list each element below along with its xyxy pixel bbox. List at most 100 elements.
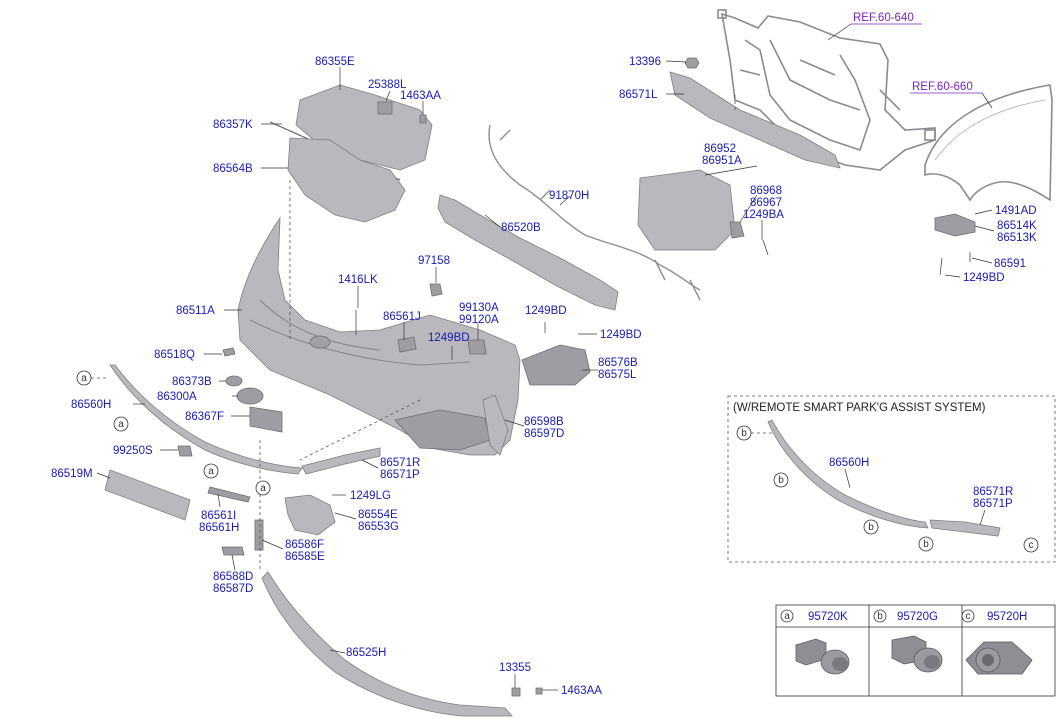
label-86518Q: 86518Q bbox=[154, 349, 195, 361]
label-99120A: 99120A bbox=[459, 314, 499, 326]
svg-text:b: b bbox=[868, 522, 874, 533]
label-13355: 13355 bbox=[499, 662, 531, 674]
label-97158: 97158 bbox=[418, 255, 450, 267]
svg-text:a: a bbox=[118, 419, 124, 430]
svg-text:b: b bbox=[741, 428, 747, 439]
svg-text:a: a bbox=[81, 373, 87, 384]
label-1249BD-a: 1249BD bbox=[525, 305, 567, 317]
inset-label-86571R: 86571R bbox=[973, 486, 1013, 498]
legend-cell-b: b 95720G bbox=[873, 609, 943, 673]
lower-lip-86525H bbox=[261, 571, 513, 717]
part-labels: 13396 86571L 86355E 25388L 1463AA 86357K… bbox=[51, 56, 1037, 697]
label-86576B: 86576B bbox=[598, 357, 638, 369]
bracket-86514K bbox=[934, 213, 976, 237]
label-25388L: 25388L bbox=[368, 79, 407, 91]
inset-remote-park-assist: (W/REMOTE SMART PARK'G ASSIST SYSTEM) b … bbox=[727, 395, 1056, 563]
label-86520B: 86520B bbox=[501, 222, 541, 234]
label-1463AA-top: 1463AA bbox=[400, 90, 441, 102]
svg-text:a: a bbox=[208, 466, 214, 477]
label-91870H: 91870H bbox=[549, 190, 589, 202]
label-86553G: 86553G bbox=[358, 521, 399, 533]
svg-text:b: b bbox=[778, 475, 784, 486]
clip-1463AA-bottom bbox=[535, 687, 543, 695]
label-86598B: 86598B bbox=[524, 416, 564, 428]
ref-frame[interactable]: REF.60-640 bbox=[827, 12, 922, 41]
label-86355E: 86355E bbox=[315, 56, 355, 68]
svg-text:b: b bbox=[877, 611, 883, 622]
label-86597D: 86597D bbox=[524, 428, 564, 440]
label-99130A: 99130A bbox=[459, 302, 499, 314]
legend-part-b: 95720G bbox=[897, 611, 938, 623]
label-1249LG: 1249LG bbox=[350, 490, 391, 502]
label-86586F: 86586F bbox=[285, 539, 324, 551]
label-86571L: 86571L bbox=[619, 89, 658, 101]
wiring-91870H bbox=[488, 124, 701, 301]
label-86357K: 86357K bbox=[213, 119, 253, 131]
callouts-main: a a a a bbox=[76, 370, 271, 496]
svg-text:REF.60-660: REF.60-660 bbox=[912, 81, 973, 93]
legend-part-a: 95720K bbox=[808, 611, 848, 623]
trim-86598B bbox=[482, 394, 509, 456]
label-99250S: 99250S bbox=[113, 445, 153, 457]
legend-cell-c: c 95720H bbox=[961, 609, 1033, 675]
lip-side-86571R bbox=[301, 447, 381, 475]
ref-fender[interactable]: REF.60-660 bbox=[910, 81, 993, 109]
label-86525H: 86525H bbox=[346, 647, 386, 659]
radiator-support-frame bbox=[717, 9, 936, 171]
legend-cell-a: a 95720K bbox=[780, 609, 850, 675]
label-86560H: 86560H bbox=[71, 399, 111, 411]
svg-text:c: c bbox=[1029, 540, 1034, 551]
garnish-86554E bbox=[284, 494, 336, 536]
sensor-95720K-image bbox=[795, 638, 850, 675]
label-86300A: 86300A bbox=[157, 391, 197, 403]
plate-86367F bbox=[249, 406, 283, 433]
label-86591: 86591 bbox=[994, 258, 1026, 270]
svg-text:a: a bbox=[784, 611, 790, 622]
label-1463AA-bottom: 1463AA bbox=[561, 685, 602, 697]
sensor-95720H-image bbox=[965, 641, 1033, 675]
bracket-86576B bbox=[521, 344, 591, 386]
bolt-1249BA bbox=[762, 239, 769, 256]
bolt-1249BD-fender bbox=[939, 257, 943, 276]
sensor-86968 bbox=[729, 221, 745, 239]
bracket-86561J bbox=[397, 336, 417, 353]
emblem-86373B bbox=[225, 375, 243, 387]
label-1249BD-c: 1249BD bbox=[428, 332, 470, 344]
inset-label-86560H: 86560H bbox=[829, 457, 869, 469]
plate-bracket-86519M bbox=[104, 469, 191, 521]
svg-text:b: b bbox=[923, 539, 929, 550]
label-86575L: 86575L bbox=[598, 369, 637, 381]
label-13396: 13396 bbox=[629, 56, 661, 68]
label-86519M: 86519M bbox=[51, 468, 93, 480]
label-86373B: 86373B bbox=[172, 376, 212, 388]
alignment-lines bbox=[259, 95, 736, 570]
inset-title: (W/REMOTE SMART PARK'G ASSIST SYSTEM) bbox=[733, 402, 986, 414]
trim-86561I bbox=[207, 486, 251, 503]
label-86571P: 86571P bbox=[380, 469, 420, 481]
emblem-86300A bbox=[236, 387, 264, 405]
label-86564B: 86564B bbox=[213, 163, 253, 175]
label-86967: 86967 bbox=[750, 197, 782, 209]
clip-13355 bbox=[511, 687, 521, 697]
sensor-legend-table: a 95720K b 95720G c 95720H bbox=[775, 604, 1056, 697]
cap-86518Q bbox=[222, 347, 236, 357]
label-86951A: 86951A bbox=[702, 155, 742, 167]
bumper-cover-86511A bbox=[237, 216, 521, 456]
bracket-25388L bbox=[377, 101, 393, 115]
label-1249BD-fender: 1249BD bbox=[963, 272, 1005, 284]
svg-text:c: c bbox=[966, 611, 971, 622]
lip-86560H bbox=[109, 364, 303, 475]
sensor-95720G-image bbox=[891, 635, 943, 673]
inset-lip-86560H bbox=[767, 419, 929, 529]
svg-text:REF.60-640: REF.60-640 bbox=[853, 12, 914, 24]
radar-bracket-86952 bbox=[637, 169, 736, 251]
legend-part-c: 95720H bbox=[987, 611, 1027, 623]
cover-86588D bbox=[221, 546, 245, 556]
sensor-bracket-97158 bbox=[429, 283, 443, 297]
label-86952: 86952 bbox=[704, 143, 736, 155]
label-86514K: 86514K bbox=[997, 220, 1037, 232]
clip-1463AA-top bbox=[419, 114, 427, 124]
label-86561H: 86561H bbox=[199, 522, 239, 534]
label-86561J: 86561J bbox=[383, 311, 421, 323]
